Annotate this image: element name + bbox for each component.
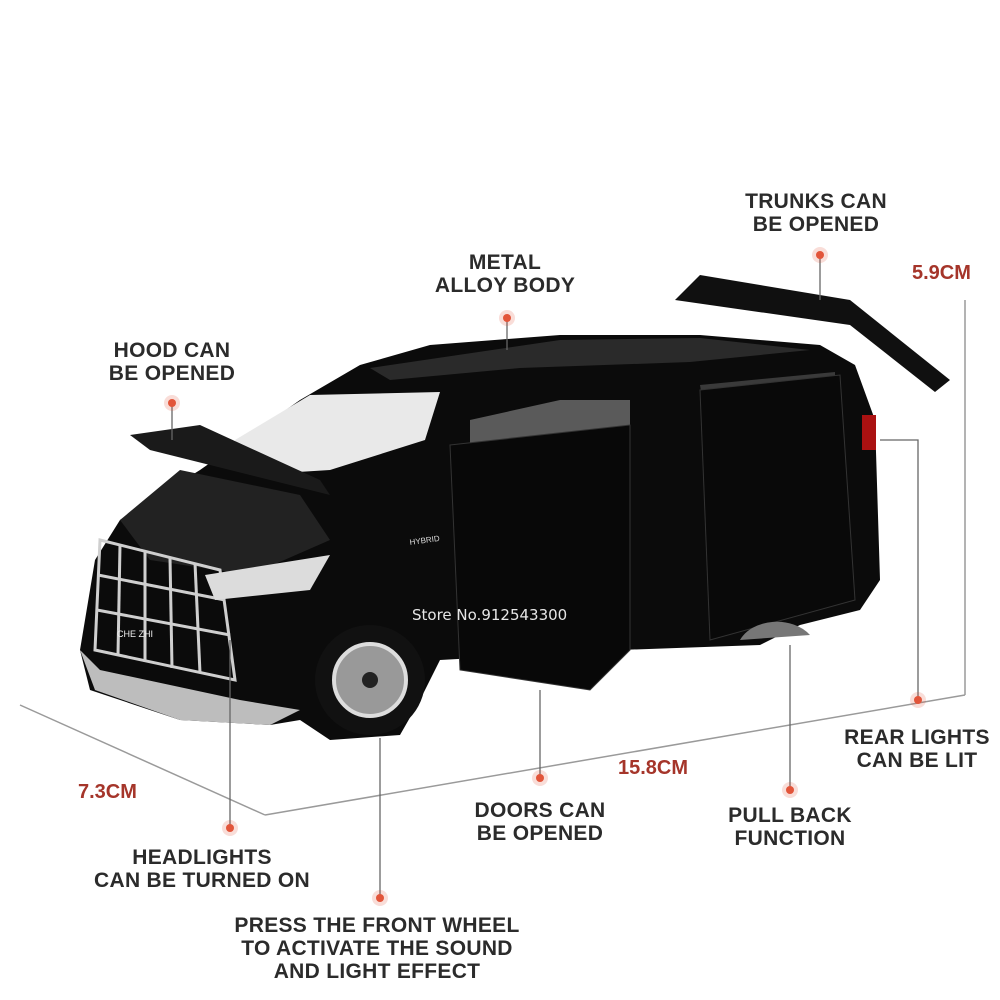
pull-back-label-line: FUNCTION <box>734 827 846 850</box>
rear-wheel <box>740 621 810 640</box>
pull-back-label-line: PULL BACK <box>728 804 852 827</box>
hood-label-line: BE OPENED <box>108 362 236 385</box>
sound-label: PRESS THE FRONT WHEEL TO ACTIVATE THE SO… <box>234 914 519 983</box>
dimension-lines <box>19 300 966 816</box>
pull-back-label: PULL BACK FUNCTION <box>728 804 852 850</box>
body-label-line: ALLOY BODY <box>434 274 576 297</box>
doors-label-line: BE OPENED <box>476 822 604 845</box>
doors-dot <box>536 774 544 782</box>
trunk-label-line: BE OPENED <box>752 213 880 236</box>
body-label-line: METAL <box>468 251 542 274</box>
front-grille <box>93 538 237 682</box>
sound-label-line: TO ACTIVATE THE SOUND <box>241 937 513 960</box>
rear-lights-label-line: CAN BE LIT <box>856 749 978 772</box>
doors-label-line: DOORS CAN <box>474 799 606 822</box>
doors-label: DOORS CAN BE OPENED <box>474 799 605 845</box>
length-dimension: 15.8CM <box>618 757 689 779</box>
trunk-label: TRUNKS CAN BE OPENED <box>745 190 887 236</box>
headlights-label: HEADLIGHTS CAN BE TURNED ON <box>94 846 310 892</box>
sound-label-line: PRESS THE FRONT WHEEL <box>234 914 520 937</box>
hybrid-badge: HYBRID <box>409 534 440 547</box>
body-label: METAL ALLOY BODY <box>435 251 575 297</box>
rear-lights-label: REAR LIGHTS CAN BE LIT <box>844 726 990 772</box>
trunk-dot <box>816 251 824 259</box>
store-watermark: Store No.912543300 <box>412 606 568 624</box>
car-body: HYBRID CHE ZHI <box>80 275 950 740</box>
trunk-label-line: TRUNKS CAN <box>745 190 887 213</box>
hood-dot <box>168 399 176 407</box>
pull-back-dot <box>786 786 794 794</box>
sound-dot <box>376 894 384 902</box>
rear-lights-label-line: REAR LIGHTS <box>844 726 990 749</box>
headlights-dot <box>226 824 234 832</box>
body-dot <box>503 314 511 322</box>
height-dimension: 5.9CM <box>912 262 971 284</box>
hood-label-line: HOOD CAN <box>113 339 231 362</box>
sound-label-line: AND LIGHT EFFECT <box>273 960 481 983</box>
headlights-label-line: HEADLIGHTS <box>132 846 272 869</box>
rear-lights-dot <box>914 696 922 704</box>
front-wheel <box>315 625 425 735</box>
front-badge: CHE ZHI <box>117 629 153 639</box>
width-dimension: 7.3CM <box>78 781 137 803</box>
headlights-label-line: CAN BE TURNED ON <box>94 869 310 892</box>
rear-light <box>862 415 876 450</box>
hood-label: HOOD CAN BE OPENED <box>109 339 235 385</box>
leader-lines <box>171 255 919 898</box>
